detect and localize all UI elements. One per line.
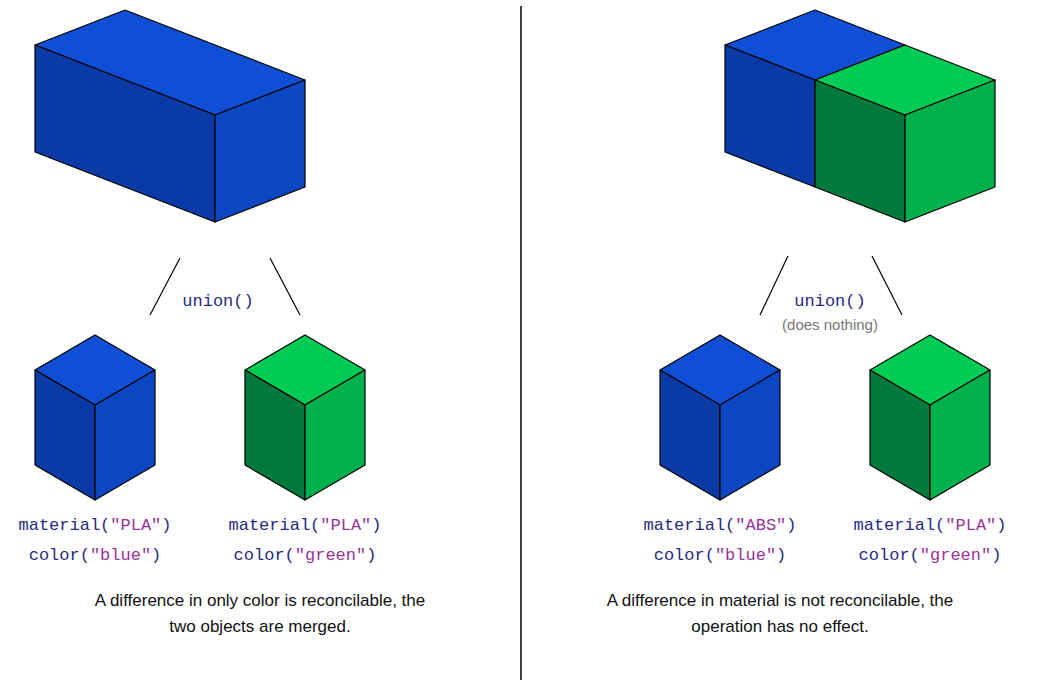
color-label: color("green"): [859, 546, 1002, 565]
tree-lines: [150, 256, 902, 315]
divider-line: [520, 6, 522, 680]
unmerged-box: [725, 10, 995, 222]
cube-face: [930, 370, 990, 500]
cube-face: [660, 370, 720, 500]
cube-face: [35, 370, 95, 500]
material-label: material("PLA"): [18, 516, 171, 535]
color-label: color("green"): [234, 546, 377, 565]
cube-face: [305, 370, 365, 500]
note: (does nothing): [782, 316, 878, 333]
color-label: color("blue"): [29, 546, 162, 565]
material-label: material("PLA"): [228, 516, 381, 535]
merged-box: [35, 10, 305, 222]
material-label: material("PLA"): [853, 516, 1006, 535]
color-label: color("blue"): [654, 546, 787, 565]
cube-face: [245, 370, 305, 500]
cube-face: [720, 370, 780, 500]
operation-name: union(): [794, 292, 865, 311]
cube-face: [95, 370, 155, 500]
cube-face: [870, 370, 930, 500]
caption: A difference in only color is reconcilab…: [80, 588, 440, 641]
cubes: [35, 335, 990, 500]
caption: A difference in material is not reconcil…: [600, 588, 960, 641]
operation-name: union(): [182, 292, 253, 311]
material-label: material("ABS"): [643, 516, 796, 535]
